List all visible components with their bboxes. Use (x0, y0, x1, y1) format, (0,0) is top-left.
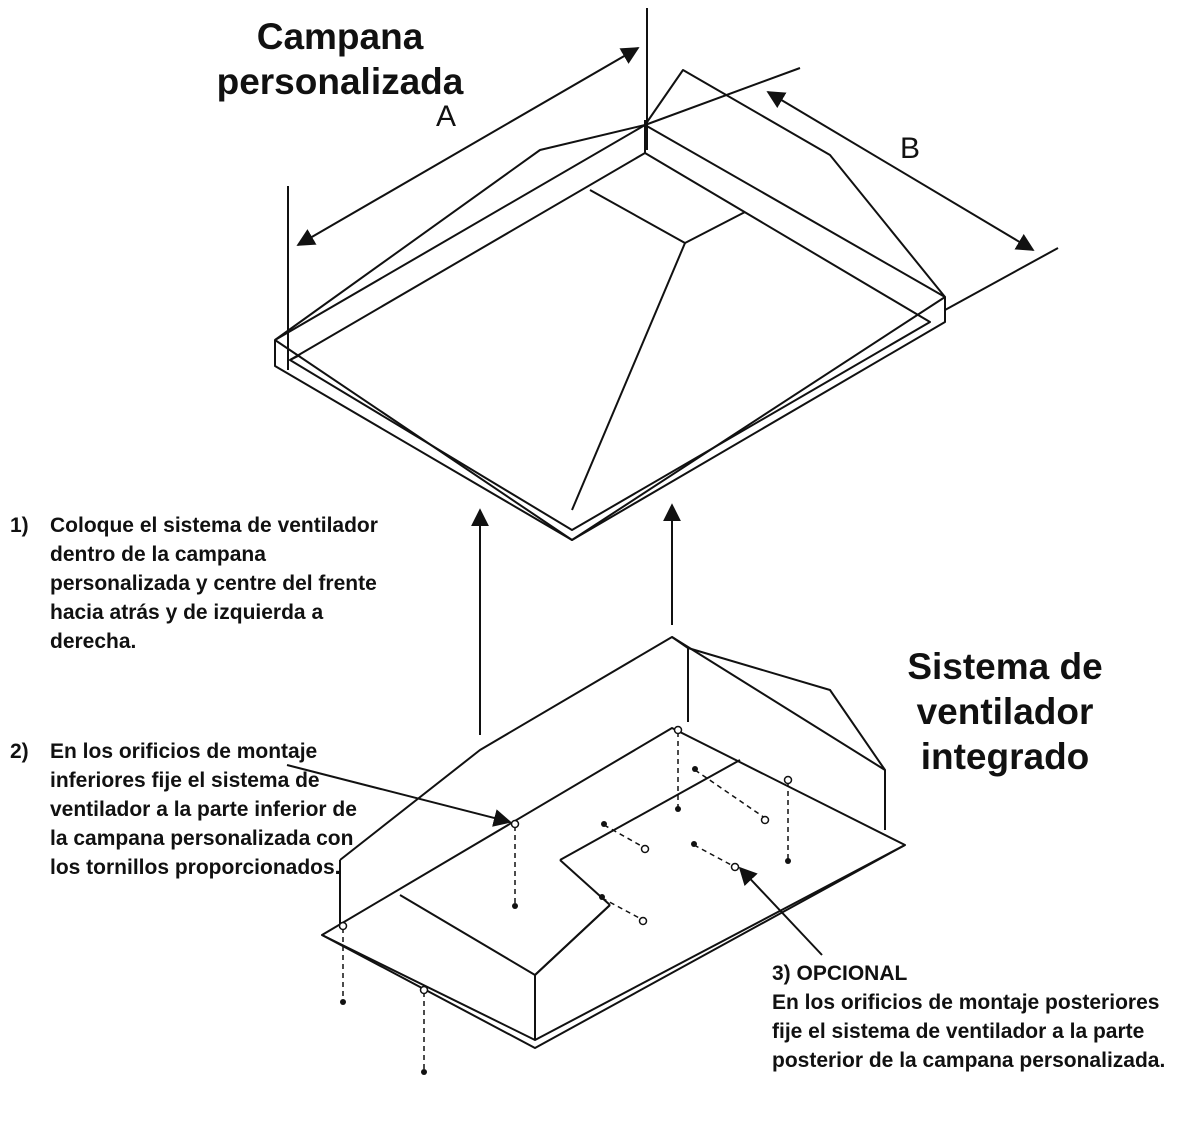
step-3-text: En los orificios de montaje posteriores … (772, 990, 1166, 1072)
fan-system-drawing (321, 636, 906, 1049)
hood-title-line1: Campana (256, 16, 424, 57)
hood-title: Campana personalizada (205, 14, 475, 104)
step-1-text: Coloque el sistema de ventilador dentro … (50, 514, 378, 653)
step-1: 1) Coloque el sistema de ventilador dent… (10, 512, 390, 657)
dimension-b-label: B (900, 132, 921, 165)
step-3: 3) OPCIONAL En los orificios de montaje … (772, 960, 1192, 1076)
step-1-number: 1) (10, 514, 29, 537)
fan-title-line2: integrado (920, 736, 1090, 778)
screw-lines (342, 732, 789, 1070)
dimension-a-label: A (436, 100, 457, 133)
step-2-number: 2) (10, 740, 29, 763)
step-3-heading: 3) OPCIONAL (772, 962, 908, 985)
fan-system-title: Sistema de ventilador integrado (820, 644, 1190, 779)
callout-arrow-step3 (738, 866, 823, 956)
custom-hood-drawing (274, 69, 946, 541)
step-2: 2) En los orificios de montaje inferiore… (10, 738, 370, 883)
step-2-text: En los orificios de montaje inferiores f… (50, 740, 357, 879)
dimension-a-lines (287, 8, 801, 370)
dimension-b-lines (766, 91, 1059, 311)
screw-holes (338, 725, 793, 995)
fan-title-line1: Sistema de ventilador (907, 646, 1103, 733)
hood-title-line2: personalizada (216, 61, 464, 103)
screw-heads (340, 766, 791, 1075)
callout-arrow-step2 (286, 764, 512, 827)
